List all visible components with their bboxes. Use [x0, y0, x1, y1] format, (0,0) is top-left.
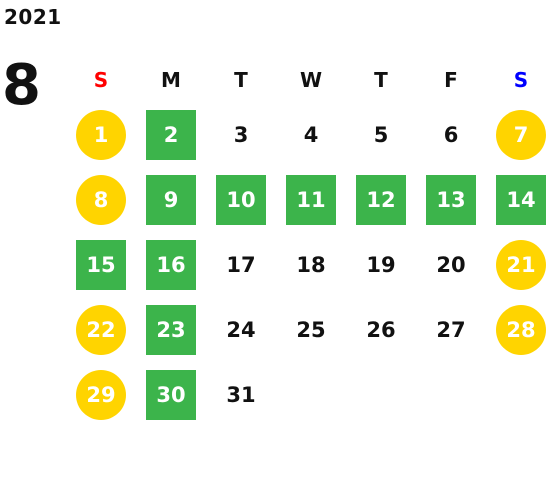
- month-number: 8: [2, 53, 41, 118]
- day-cell[interactable]: 25: [296, 317, 326, 342]
- weekday-header-thursday: T: [374, 68, 388, 92]
- weekday-header-saturday: S: [513, 68, 529, 92]
- day-cell[interactable]: 21: [496, 239, 546, 290]
- day-cell[interactable]: 5: [373, 122, 389, 147]
- day-cell[interactable]: 7: [496, 109, 546, 160]
- day-cell[interactable]: 15: [76, 239, 126, 290]
- day-cell[interactable]: 27: [436, 317, 466, 342]
- day-cell[interactable]: 28: [496, 304, 546, 355]
- day-cell[interactable]: 23: [146, 304, 196, 355]
- day-cell[interactable]: 11: [286, 174, 336, 225]
- day-cell[interactable]: 6: [443, 122, 459, 147]
- weekday-header-monday: M: [161, 68, 181, 92]
- day-cell[interactable]: 30: [146, 369, 196, 420]
- day-cell[interactable]: 10: [216, 174, 266, 225]
- day-cell[interactable]: 22: [76, 304, 126, 355]
- weekday-header-sunday: S: [93, 68, 109, 92]
- day-cell[interactable]: 31: [226, 382, 256, 407]
- day-cell[interactable]: 18: [296, 252, 326, 277]
- day-cell[interactable]: 4: [303, 122, 319, 147]
- day-cell[interactable]: 9: [146, 174, 196, 225]
- day-cell[interactable]: 26: [366, 317, 396, 342]
- day-cell[interactable]: 13: [426, 174, 476, 225]
- calendar-grid: S M T W T F S 1 2 3 4 5 6 7 8 9 10 11 12…: [66, 58, 546, 448]
- weekday-header-wednesday: W: [299, 68, 323, 92]
- day-cell[interactable]: 17: [226, 252, 256, 277]
- day-cell[interactable]: 29: [76, 369, 126, 420]
- day-cell[interactable]: 2: [146, 109, 196, 160]
- weekday-header-tuesday: T: [234, 68, 248, 92]
- day-cell[interactable]: 12: [356, 174, 406, 225]
- weekday-header-friday: F: [444, 68, 458, 92]
- day-cell[interactable]: 24: [226, 317, 256, 342]
- day-cell[interactable]: 19: [366, 252, 396, 277]
- day-cell[interactable]: 20: [436, 252, 466, 277]
- day-cell[interactable]: 14: [496, 174, 546, 225]
- day-cell[interactable]: 1: [76, 109, 126, 160]
- year-label: 2021: [4, 5, 62, 29]
- day-cell[interactable]: 8: [76, 174, 126, 225]
- day-cell[interactable]: 16: [146, 239, 196, 290]
- day-cell[interactable]: 3: [233, 122, 249, 147]
